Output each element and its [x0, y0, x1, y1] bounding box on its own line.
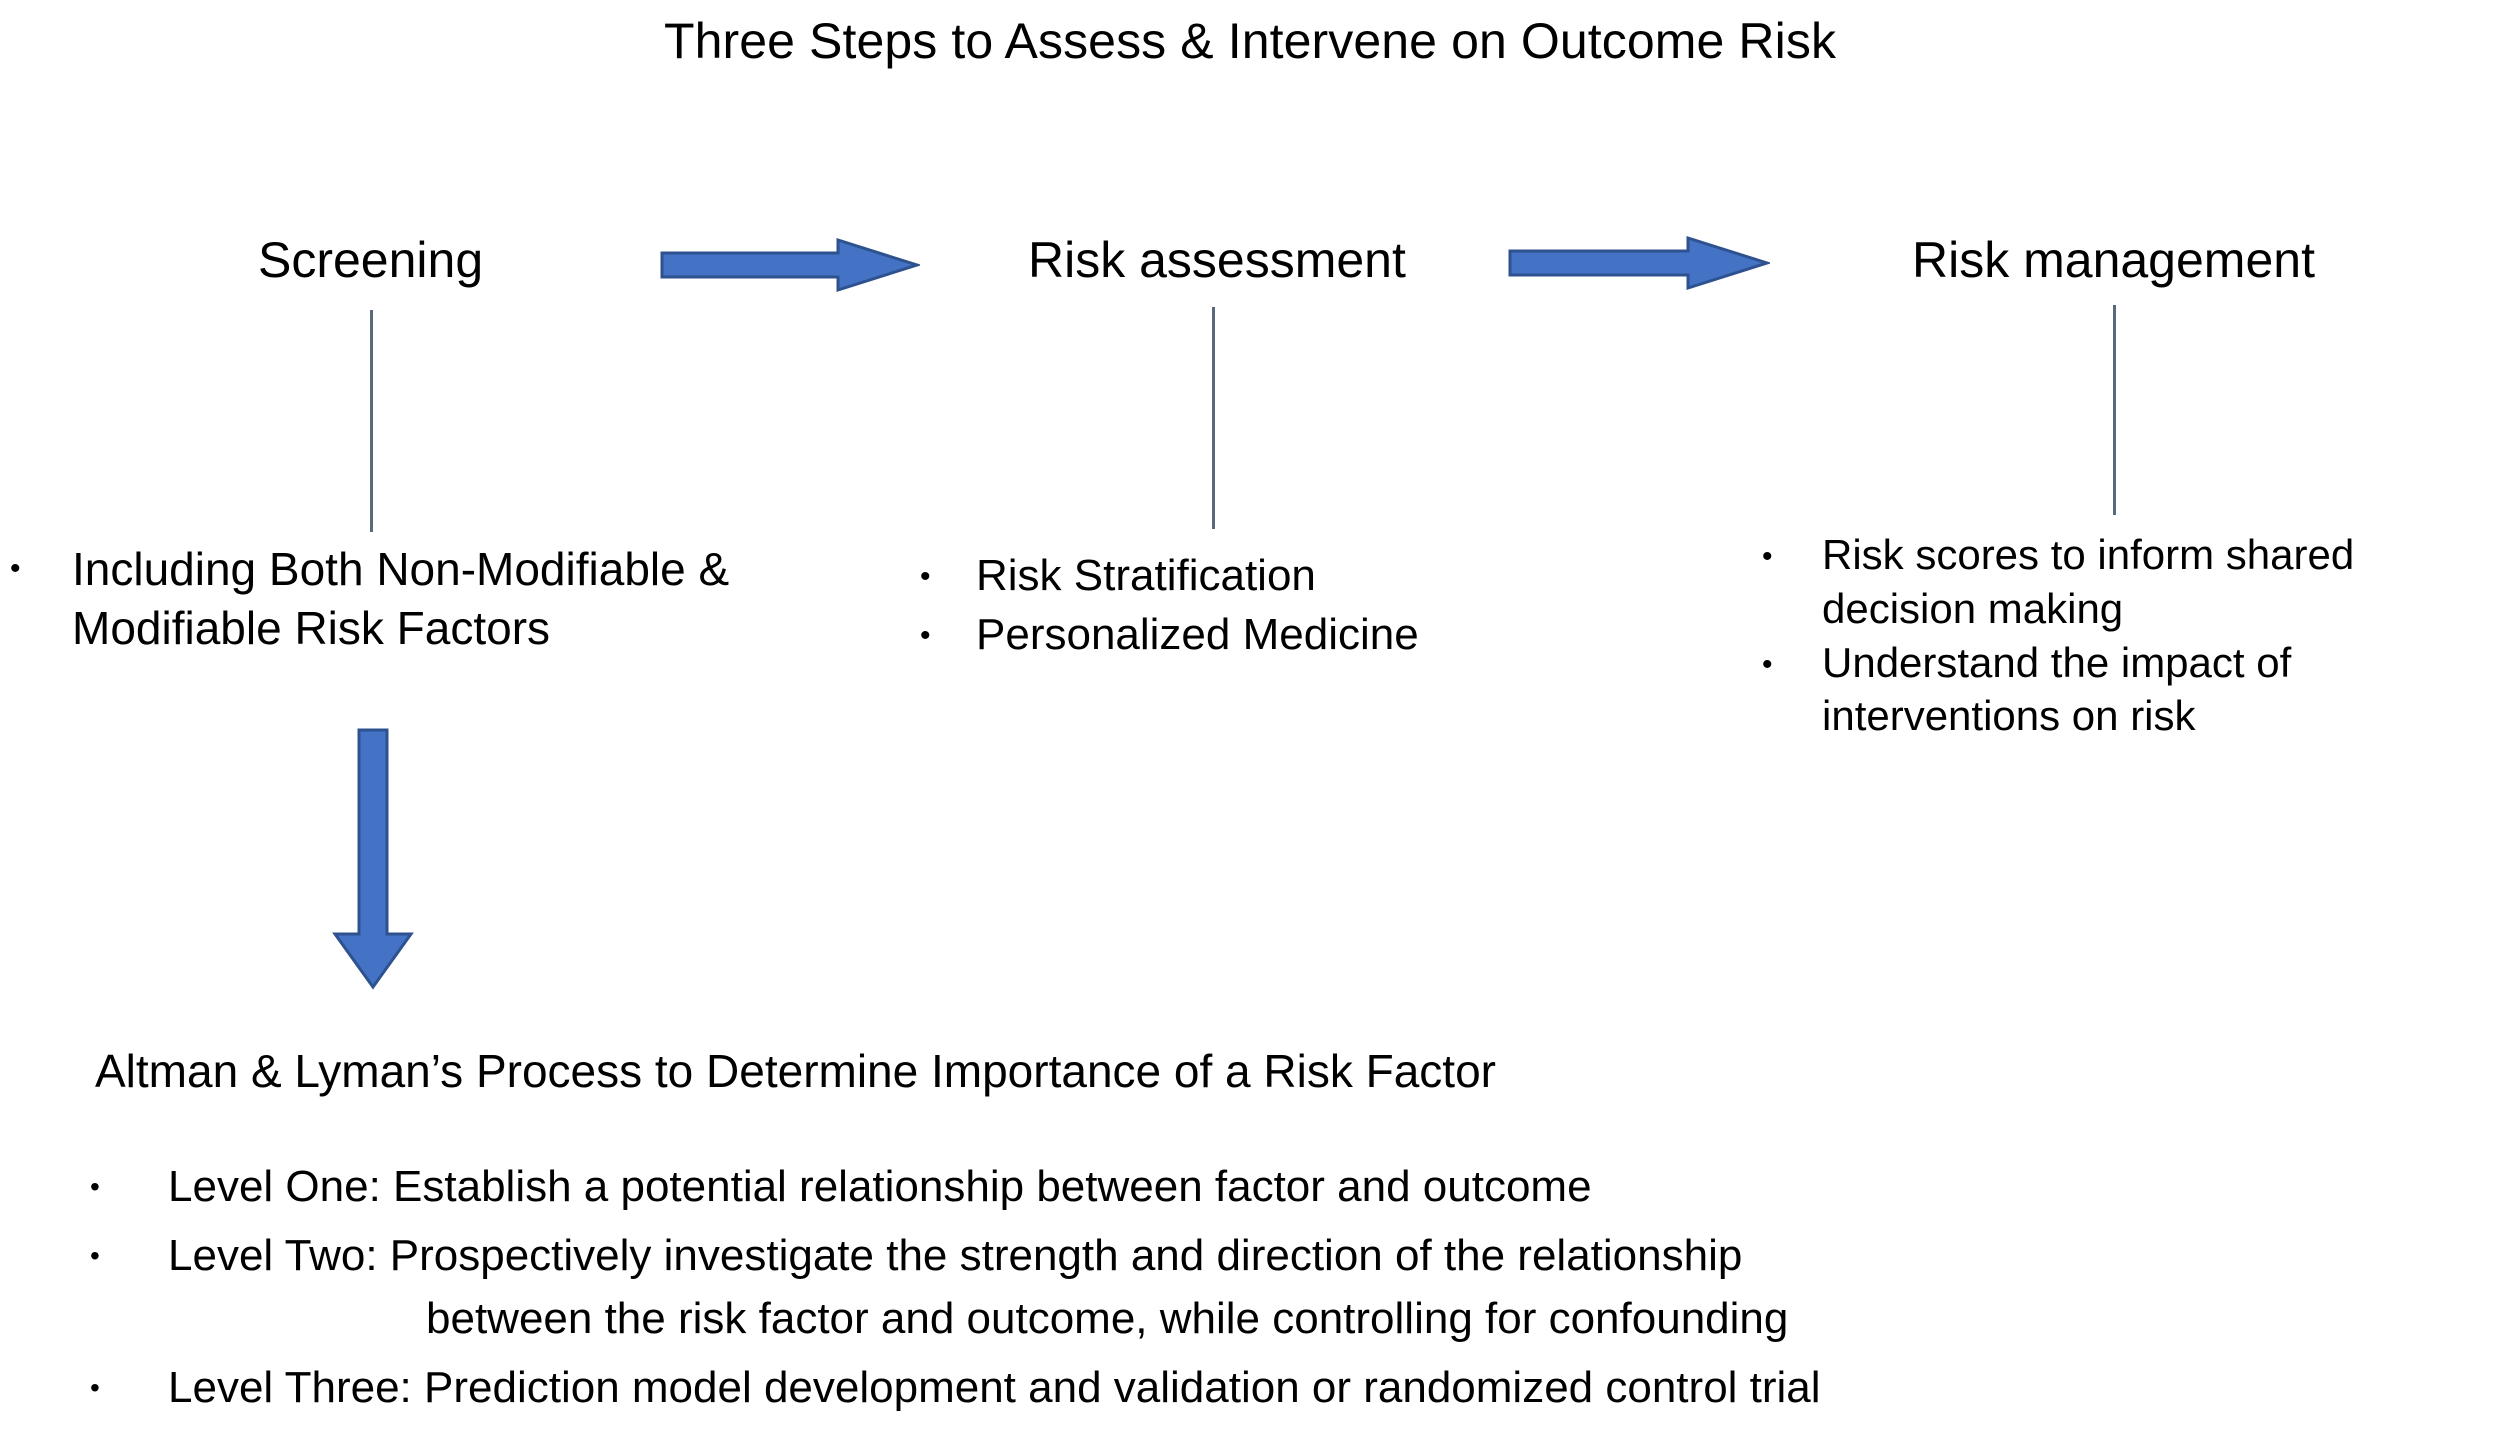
- arrow-right-icon-screening-to-assessment: [660, 237, 920, 293]
- list-item-label: Understand the impact of interventions o…: [1822, 638, 2292, 740]
- list-item-label: Including Both Non-Modifiable & Modifiab…: [72, 543, 730, 654]
- connector-line-screening: [370, 310, 373, 532]
- page-title: Three Steps to Assess & Intervene on Out…: [663, 13, 1837, 69]
- list-item-label: Personalized Medicine: [976, 609, 1419, 659]
- list-item-label: Level Two: Prospectively investigate the…: [168, 1225, 2420, 1350]
- connector-line-risk-assessment: [1212, 307, 1215, 529]
- bullet-icon: •: [90, 1240, 100, 1272]
- step-content-screening: • Including Both Non-Modifiable & Modifi…: [10, 540, 890, 658]
- altman-lyman-level-list: • Level One: Establish a potential relat…: [90, 1156, 2420, 1427]
- list-item: • Risk Stratification: [920, 548, 1540, 607]
- list-item: • Including Both Non-Modifiable & Modifi…: [10, 540, 890, 658]
- list-item: • Understand the impact of interventions…: [1762, 636, 2500, 744]
- list-item-label: Level Three: Prediction model developmen…: [168, 1357, 2420, 1419]
- step-header-risk-assessment: Risk assessment: [1028, 232, 1406, 288]
- list-item-line-1: Level Three: Prediction model developmen…: [168, 1363, 1821, 1413]
- step-header-screening: Screening: [258, 232, 484, 288]
- list-item: • Personalized Medicine: [920, 607, 1540, 666]
- arrow-down-icon-to-altman-lyman: [330, 728, 416, 990]
- bullet-icon: •: [920, 618, 931, 652]
- list-item-label: Risk Stratification: [976, 551, 1316, 600]
- section-heading-altman-lyman: Altman & Lyman’s Process to Determine Im…: [95, 1045, 1496, 1097]
- bullet-icon: •: [90, 1171, 100, 1202]
- list-item-label: Level One: Establish a potential relatio…: [168, 1156, 2420, 1218]
- bullet-icon: •: [920, 560, 931, 593]
- list-item: • Level Three: Prediction model developm…: [90, 1357, 2420, 1419]
- list-item: • Risk scores to inform shared decision …: [1762, 528, 2500, 636]
- bullet-icon: •: [1762, 540, 1773, 573]
- arrow-right-icon-assessment-to-management: [1508, 235, 1770, 291]
- step-header-risk-management: Risk management: [1912, 232, 2315, 288]
- bullet-icon: •: [90, 1372, 100, 1404]
- list-item-line-2: between the risk factor and outcome, whi…: [426, 1293, 1789, 1343]
- list-item-label: Risk scores to inform shared decision ma…: [1822, 531, 2355, 632]
- bullet-icon: •: [10, 552, 21, 585]
- connector-line-risk-management: [2113, 305, 2116, 515]
- bullet-icon: •: [1762, 647, 1773, 681]
- list-item: • Level Two: Prospectively investigate t…: [90, 1225, 2420, 1350]
- list-item-line-1: Level Two: Prospectively investigate the…: [168, 1231, 1743, 1281]
- list-item-line-1: Level One: Establish a potential relatio…: [168, 1162, 1592, 1211]
- step-content-risk-management: • Risk scores to inform shared decision …: [1762, 528, 2500, 743]
- step-content-risk-assessment: • Risk Stratification • Personalized Med…: [920, 548, 1540, 665]
- list-item: • Level One: Establish a potential relat…: [90, 1156, 2420, 1218]
